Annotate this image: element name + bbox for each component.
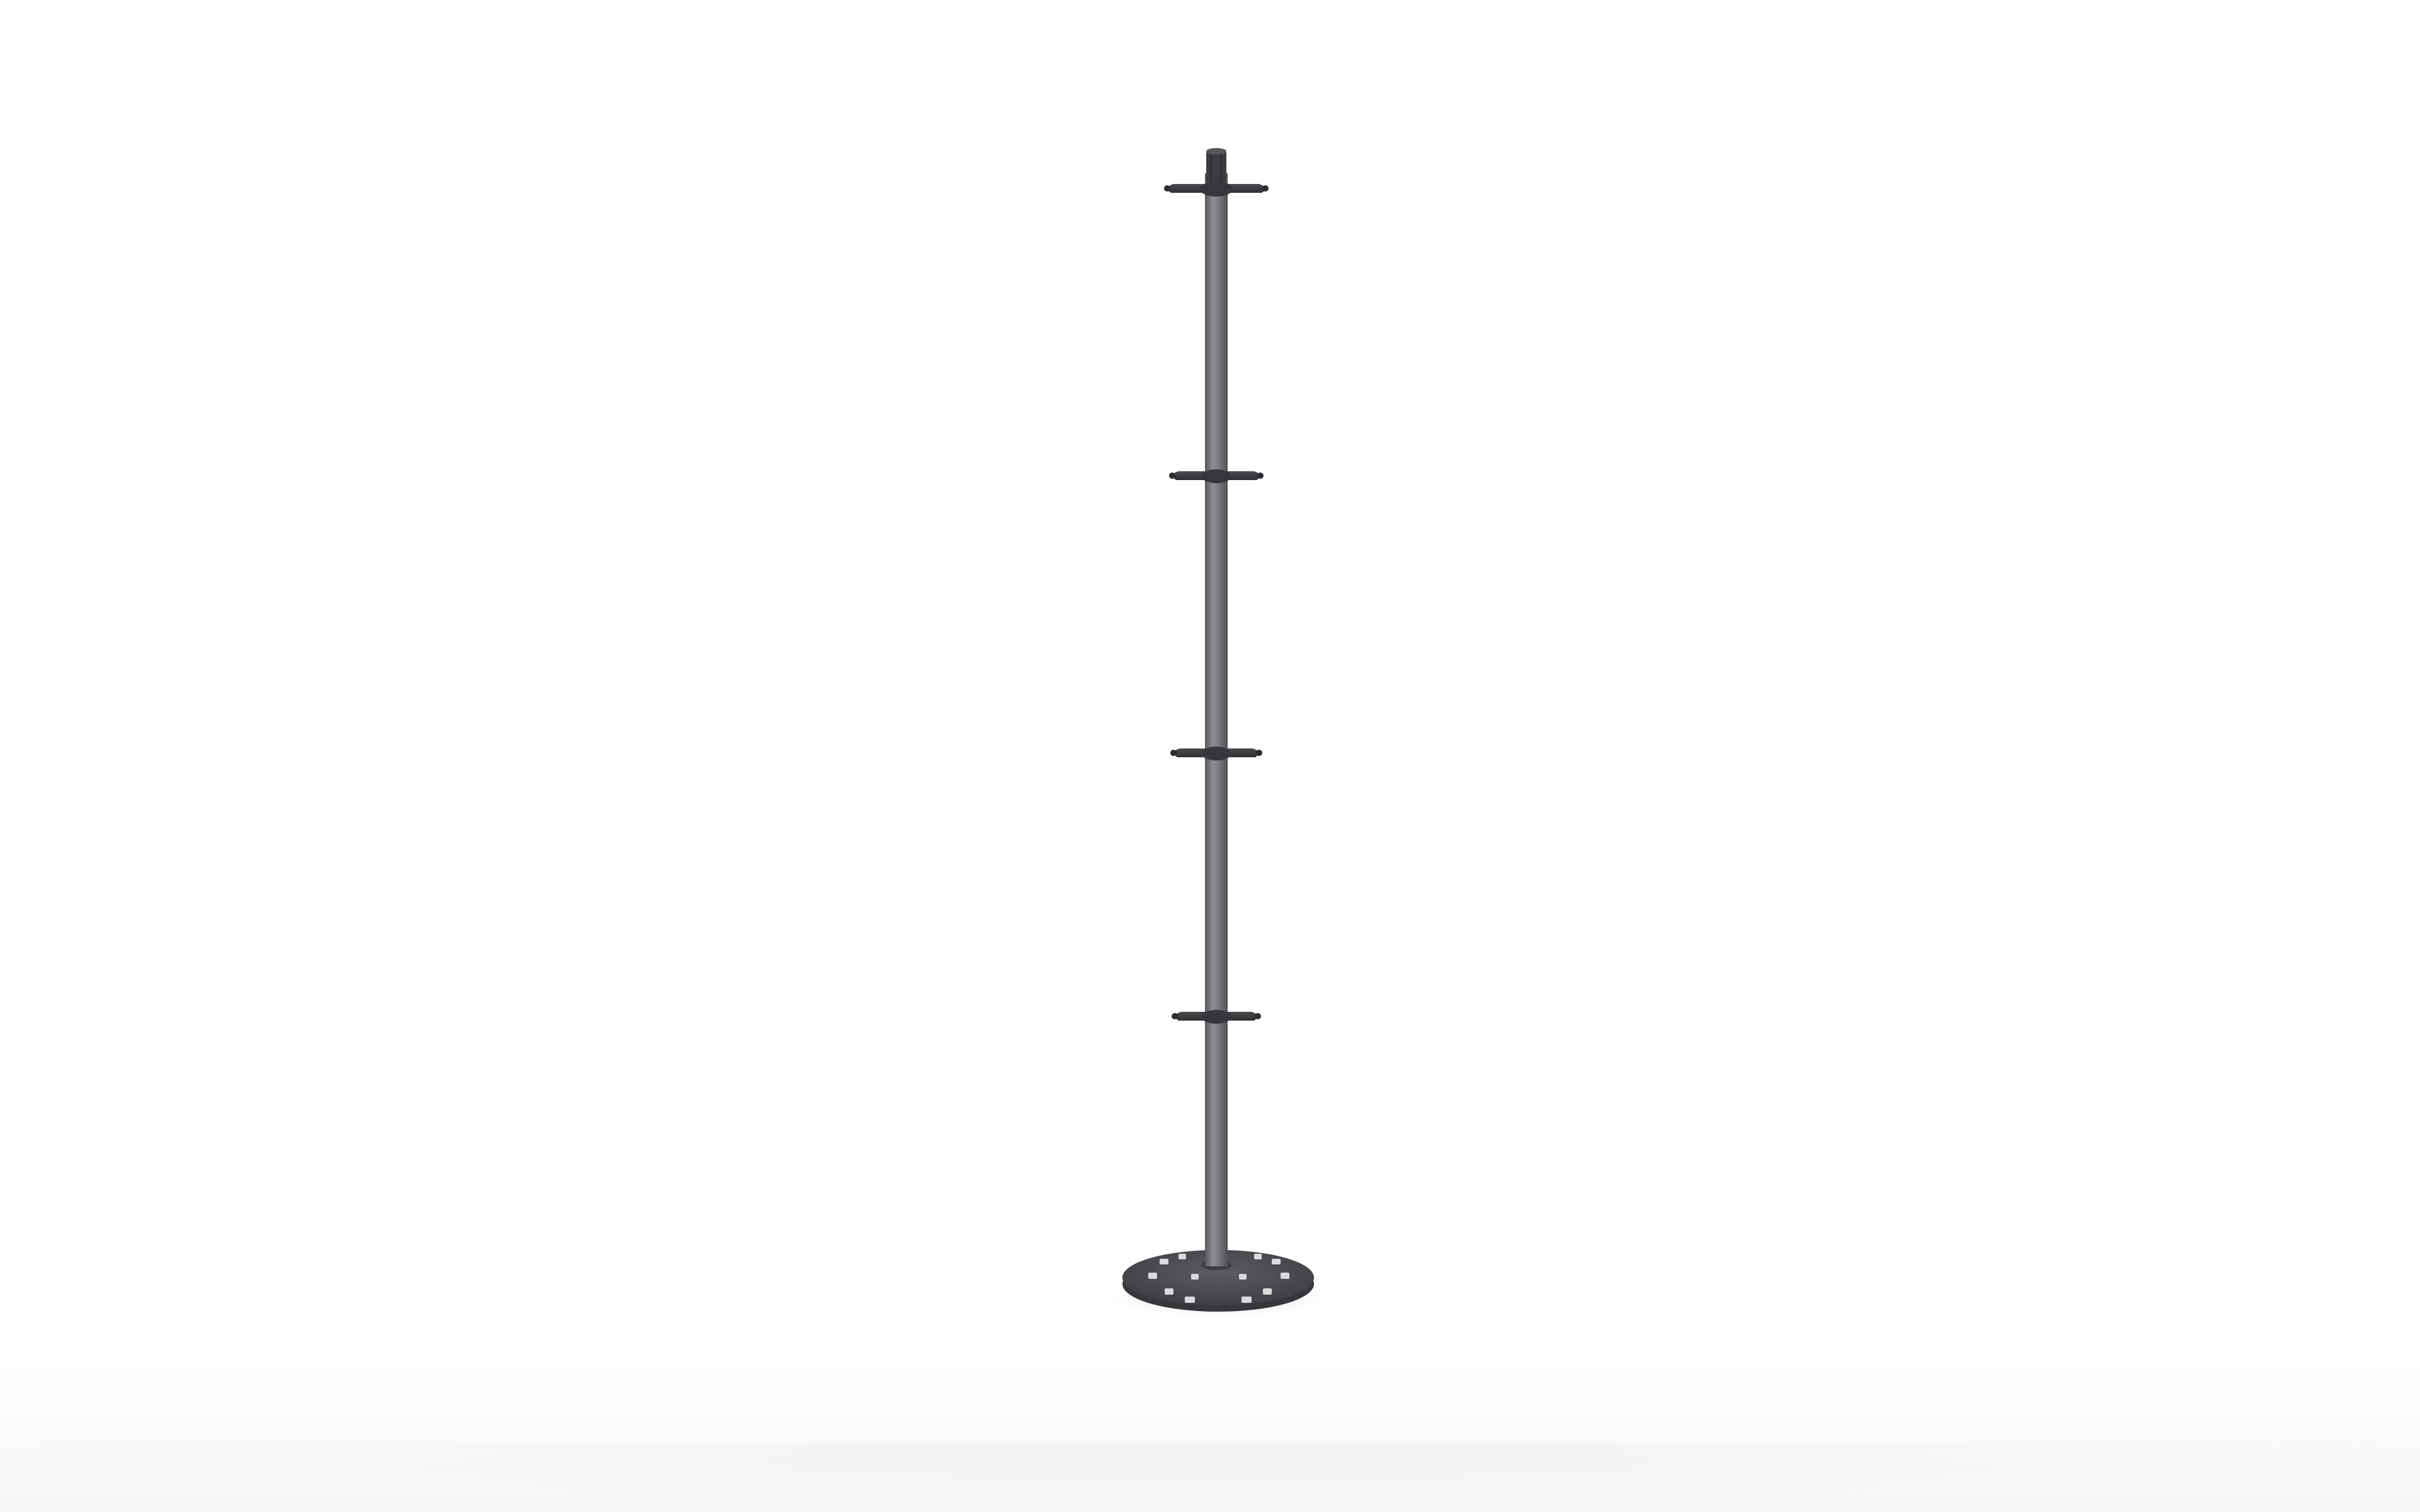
hook-tier-bottom: [1172, 1010, 1261, 1024]
hook-tier-2: [1169, 469, 1264, 483]
hook-left: [1167, 184, 1205, 193]
hook-tier-3: [1170, 747, 1262, 760]
hook-right: [1228, 1012, 1259, 1021]
top-cap: [1206, 148, 1226, 183]
hook-right: [1228, 471, 1261, 480]
pole: [1205, 173, 1228, 1266]
hook-left: [1173, 748, 1205, 757]
hook-left: [1172, 471, 1205, 480]
base-plate: [1122, 1250, 1314, 1312]
hook-left: [1174, 1012, 1205, 1021]
floor-shadow: [0, 1443, 2420, 1512]
base-plate-holes: [1148, 1254, 1289, 1303]
hook-tier-top: [1164, 181, 1269, 197]
hook-right: [1228, 748, 1260, 757]
hook-right: [1228, 184, 1266, 193]
